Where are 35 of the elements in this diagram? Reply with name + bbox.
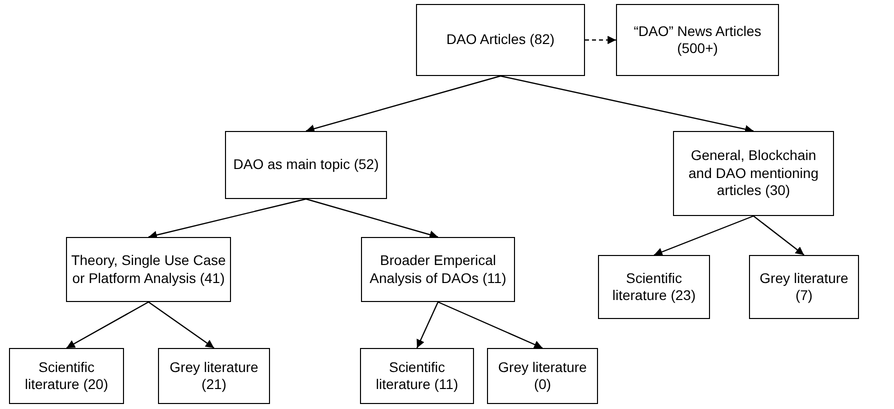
arrow	[416, 302, 439, 348]
process-box	[360, 348, 474, 404]
arrow	[306, 75, 501, 133]
box-label: “DAO” News Articles (500+)	[632, 22, 762, 58]
arrow	[438, 301, 543, 349]
process-box	[9, 348, 124, 404]
arrow	[148, 302, 214, 348]
box-label: Theory, Single Use Case or Platform Analysis (41)	[71, 252, 226, 287]
process-box	[673, 131, 834, 216]
box-label: General, Blockchain and DAO mentioning articles (30)	[688, 147, 820, 200]
process-box	[749, 255, 859, 319]
box-label: Grey literature (0)	[497, 358, 588, 394]
arrow	[148, 198, 306, 240]
arrow	[585, 36, 616, 44]
box-label: DAO as main topic (52)	[233, 156, 379, 174]
arrow	[66, 301, 149, 349]
box-label: Scientific literature (11)	[374, 358, 460, 394]
arrow	[306, 198, 438, 239]
process-box	[487, 348, 598, 404]
process-box	[598, 255, 710, 319]
box-label: Grey literature (7)	[758, 270, 850, 304]
arrow	[753, 216, 804, 256]
process-box	[66, 237, 231, 302]
arrow	[654, 215, 754, 256]
box-label: Broader Emperical Analysis of DAOs (11)	[368, 252, 508, 287]
process-box	[416, 4, 585, 76]
box-label: Scientific literature (20)	[24, 358, 110, 394]
box-label: Grey literature (21)	[168, 358, 260, 394]
box-label: Scientific literature (23)	[611, 270, 697, 304]
process-box	[225, 131, 387, 199]
arrow	[500, 75, 754, 134]
process-box	[158, 348, 270, 404]
process-box	[616, 4, 779, 76]
process-box	[361, 237, 515, 302]
box-label: DAO Articles (82)	[446, 31, 555, 49]
